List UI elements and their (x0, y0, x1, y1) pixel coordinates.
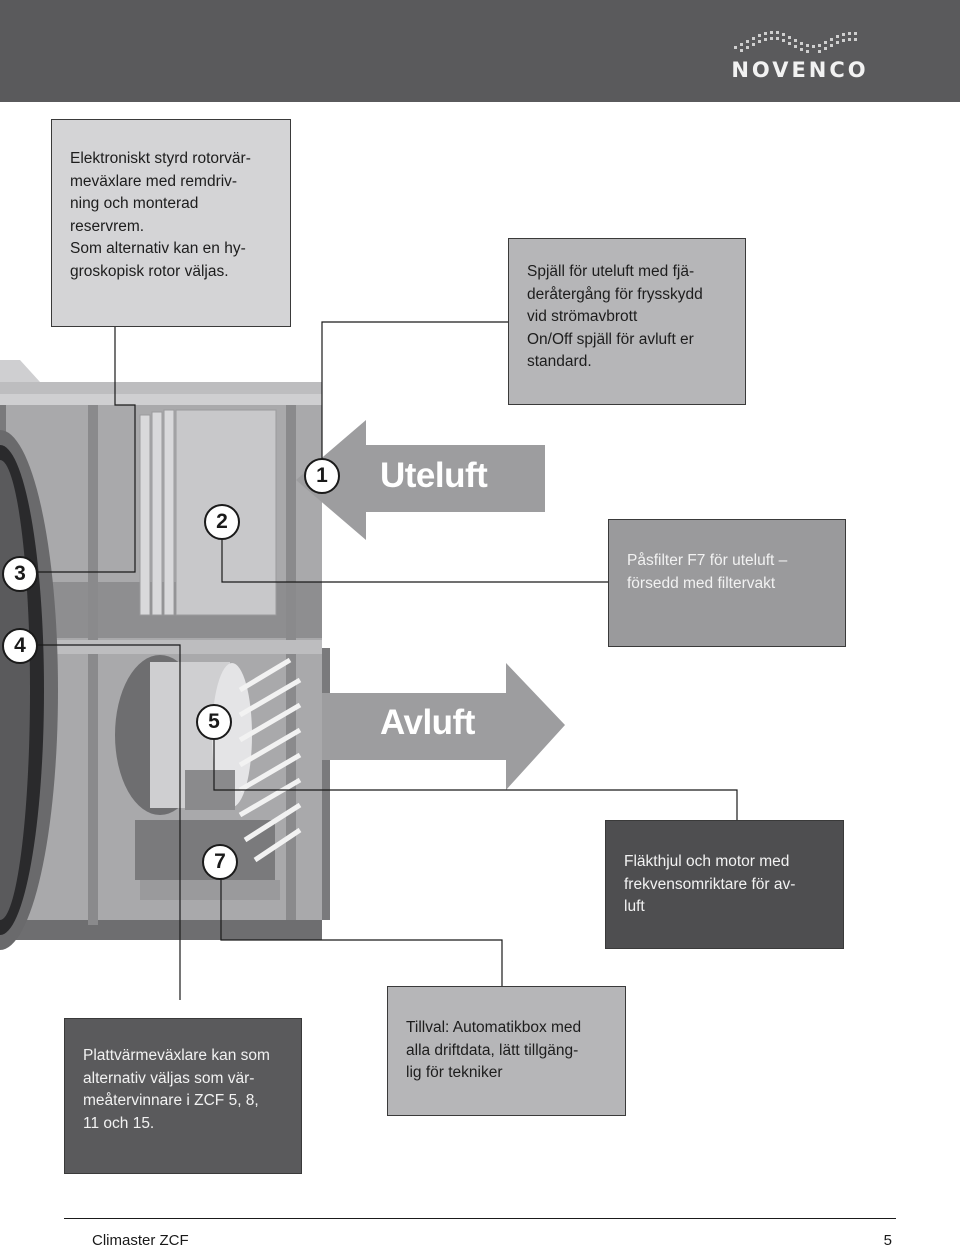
leader-lines (38, 321, 738, 1000)
callout-filter: Påsfilter F7 för uteluft – försedd med f… (608, 519, 846, 647)
header-band: NOVENCO (0, 0, 960, 102)
callout-rotor: Elektroniskt styrd rotorvär- meväxlare m… (51, 119, 291, 327)
uteluft-label: Uteluft (380, 456, 488, 495)
exhaust-louvers (238, 657, 302, 863)
marker-1: 1 (304, 458, 340, 494)
marker-4: 4 (2, 628, 38, 664)
callout-filter-text: Påsfilter F7 för uteluft – försedd med f… (627, 552, 788, 592)
footer-page-number: 5 (883, 1232, 892, 1249)
callout-automation: Tillval: Automatikbox med alla driftdata… (387, 986, 626, 1116)
marker-2: 2 (204, 504, 240, 540)
logo-wave-icon (734, 31, 857, 53)
uteluft-arrow (296, 420, 545, 540)
marker-3: 3 (2, 556, 38, 592)
footer-rule (64, 1218, 896, 1219)
logo-wordmark: NOVENCO (731, 58, 869, 82)
unit-diagram (0, 321, 738, 1000)
callout-fan-text: Fläkthjul och motor med frekvensomriktar… (624, 853, 796, 915)
callout-plate-exchanger-text: Plattvärmeväxlare kan som alternativ väl… (83, 1047, 270, 1132)
avluft-label: Avluft (380, 703, 475, 742)
callout-automation-text: Tillval: Automatikbox med alla driftdata… (406, 1019, 582, 1081)
marker-7: 7 (202, 844, 238, 880)
novenco-logo: NOVENCO (708, 28, 892, 84)
callout-rotor-text: Elektroniskt styrd rotorvär- meväxlare m… (70, 150, 251, 280)
callout-damper: Spjäll för uteluft med fjä- deråtergång … (508, 238, 746, 405)
avluft-arrow (322, 663, 565, 790)
callout-plate-exchanger: Plattvärmeväxlare kan som alternativ väl… (64, 1018, 302, 1174)
footer-product: Climaster ZCF (92, 1232, 189, 1249)
marker-5: 5 (196, 704, 232, 740)
callout-damper-text: Spjäll för uteluft med fjä- deråtergång … (527, 263, 703, 370)
fan-assembly (115, 655, 280, 900)
callout-fan: Fläkthjul och motor med frekvensomriktar… (605, 820, 844, 949)
